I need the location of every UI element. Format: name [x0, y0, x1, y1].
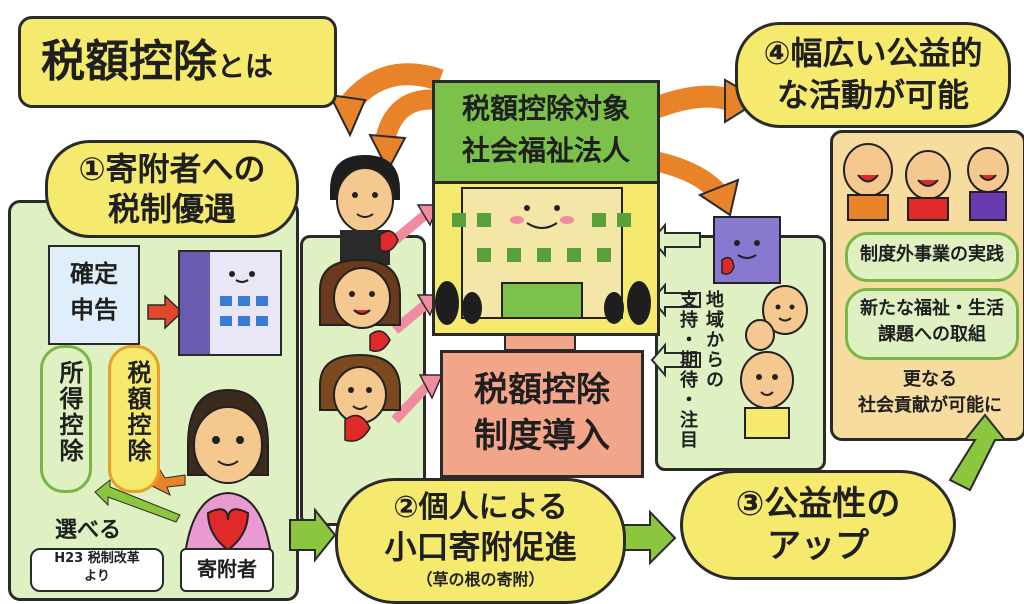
- pink-arrowhead-3: [418, 374, 444, 400]
- kifusha-label: 寄附者: [197, 557, 257, 581]
- orange-arrow-up-right: [645, 85, 734, 121]
- further-line2: 社会貢献が可能に: [858, 395, 1002, 416]
- further-line1: 更なる: [903, 369, 957, 390]
- welfare-building-illustration: [435, 187, 651, 325]
- green-arrow-up: [948, 413, 1008, 492]
- lgreen-arrow-1: [650, 222, 701, 258]
- h23-line1: H23 税制改革: [54, 551, 140, 566]
- box3-public-interest: ③公益性の アップ: [680, 470, 956, 580]
- tax-office-face: [229, 271, 255, 283]
- box4-line1: ④幅広い公益的: [763, 34, 983, 72]
- box2-line3: （草の根の寄附）: [416, 570, 545, 589]
- red-arrow-kakutei: [147, 294, 184, 330]
- intro-line2: 制度導入: [474, 416, 610, 456]
- kakutei-line1: 確定: [70, 260, 118, 288]
- center-title-box: 税額控除対象 社会福祉法人: [432, 80, 660, 184]
- title-suffix: とは: [217, 50, 274, 83]
- donor-woman-illustration: [181, 388, 275, 576]
- pink-arrow-3: [391, 381, 432, 424]
- box3-line2: アップ: [767, 526, 869, 566]
- box4-broad-activity: ④幅広い公益的 な活動が可能: [735, 22, 1011, 128]
- donors-illustration: [319, 155, 401, 442]
- box2-small-donation: ②個人による 小口寄附促進 （草の根の寄附）: [335, 478, 626, 604]
- h23-line2: より: [84, 569, 110, 584]
- kakutei-line2: 申告: [70, 296, 118, 324]
- community-building-illustration: [713, 216, 781, 284]
- shotoku-text: 所得控除: [55, 360, 83, 464]
- chiiki-col1: 地域からの: [703, 290, 724, 390]
- box1-line2: 税制優遇: [107, 190, 236, 228]
- h23-note: H23 税制改革 より: [30, 548, 164, 592]
- zeigaku-text: 税額控除: [123, 360, 151, 464]
- activity2-box: 新たな福祉・生活 課題への取組: [845, 288, 1019, 360]
- box4-line2: な活動が可能: [776, 76, 969, 114]
- center-title-line1: 税額控除対象: [461, 92, 630, 125]
- activity2-line1: 新たな福祉・生活: [860, 298, 1004, 319]
- activity1-text: 制度外事業の実践: [860, 244, 1004, 265]
- box2-line2: 小口寄附促進: [384, 528, 577, 566]
- kifusha-label-box: 寄附者: [180, 548, 274, 592]
- orange-arrow-down-right: [647, 150, 728, 202]
- happy-people-illustration: [843, 143, 1009, 221]
- green-small-arrow: [94, 478, 181, 523]
- title-main: 税額控除: [41, 36, 217, 87]
- orange-arrowhead-left: [328, 93, 367, 138]
- chiiki-col2: 支持・期待・注目: [677, 290, 698, 450]
- kakutei-box: 確定 申告: [48, 245, 140, 345]
- box1-line1: ①寄附者への: [78, 150, 266, 188]
- orange-arrow-center: [375, 89, 442, 143]
- title-box: 税額控除とは: [18, 16, 337, 108]
- activity1-box: 制度外事業の実践: [845, 232, 1019, 282]
- intro-line1: 税額控除: [474, 370, 610, 410]
- center-title-line2: 社会福祉法人: [461, 134, 630, 167]
- pink-arrow-1: [391, 211, 429, 244]
- eraberu-label: 選べる: [55, 518, 122, 543]
- box3-line1: ③公益性の: [735, 484, 901, 524]
- orange-arrowhead-down-right: [697, 178, 740, 217]
- zeigaku-pill: 税額控除: [108, 345, 160, 493]
- shotoku-pill: 所得控除: [40, 345, 92, 493]
- lgreen-arrow-2: [650, 282, 701, 318]
- lgreen-arrow-3: [650, 342, 701, 378]
- orange-arrowhead-center: [368, 133, 407, 173]
- intro-box: 税額控除 制度導入: [440, 350, 644, 478]
- green-arrow-to-box2: [289, 507, 337, 563]
- community-people-illustration: [740, 285, 808, 439]
- tax-office-building: [178, 250, 282, 356]
- box2-line1: ②個人による: [393, 490, 568, 525]
- activity2-line2: 課題への取組: [878, 324, 986, 345]
- box1-donor-tax-benefit: ①寄附者への 税制優遇: [45, 140, 299, 238]
